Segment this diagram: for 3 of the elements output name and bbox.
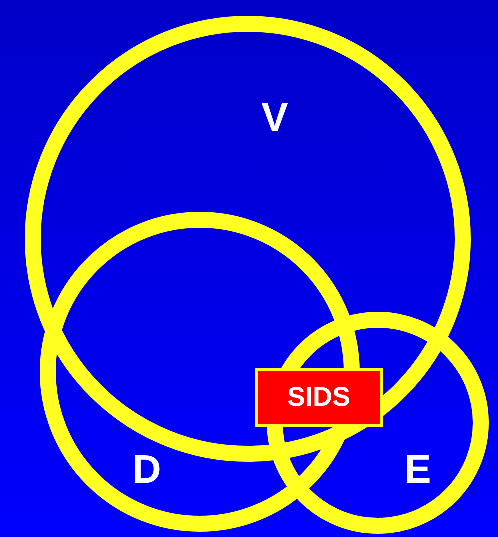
set-label: D [132, 450, 162, 490]
set-label: E [404, 450, 432, 490]
set-label: V [262, 98, 288, 138]
